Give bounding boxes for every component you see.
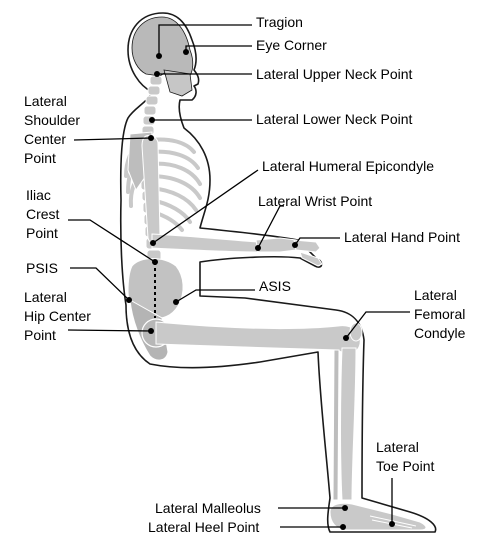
humeral-leader [152, 169, 259, 244]
shoulder-leader [73, 137, 152, 141]
label-hip-line2: Hip Center [24, 308, 91, 324]
label-hip-line3: Point [24, 327, 56, 343]
label-toe-line2: Toe Point [376, 458, 435, 474]
label-shoulder-line1: Lateral [24, 93, 67, 109]
label-asis: ASIS [259, 278, 291, 294]
body-outline [119, 12, 437, 533]
label-iliac-line2: Crest [26, 206, 60, 222]
label-tragion: Tragion [256, 14, 303, 30]
label-wrist: Lateral Wrist Point [258, 193, 373, 209]
label-shoulder-line3: Center [24, 131, 67, 147]
jaw [163, 69, 193, 97]
label-lower-neck: Lateral Lower Neck Point [256, 111, 413, 127]
label-heel: Lateral Heel Point [148, 519, 260, 535]
hand-leader [294, 237, 340, 246]
asis-leader [175, 289, 255, 303]
label-femoral-line3: Condyle [414, 325, 466, 341]
femoral-leader [345, 311, 410, 339]
psis-leader [70, 267, 130, 301]
fibula [332, 349, 340, 501]
label-shoulder-line4: Point [24, 150, 56, 166]
label-upper-neck: Lateral Upper Neck Point [256, 66, 413, 82]
label-shoulder-line2: Shoulder [24, 112, 81, 128]
femur [155, 321, 361, 354]
label-hand: Lateral Hand Point [344, 229, 460, 245]
label-femoral-line2: Femoral [414, 306, 466, 322]
label-humeral: Lateral Humeral Epicondyle [262, 158, 434, 174]
label-hip-line1: Lateral [24, 289, 67, 305]
wrist-leader [257, 205, 284, 249]
tibia [340, 347, 357, 501]
leader-lines [67, 24, 410, 528]
label-eye-corner: Eye Corner [256, 37, 327, 53]
hand-bones [255, 237, 323, 267]
label-iliac-line3: Point [26, 225, 58, 241]
label-femoral-line1: Lateral [414, 287, 457, 303]
tragion-leader [158, 24, 252, 56]
iliac-leader [68, 219, 156, 263]
eye-corner-leader [185, 45, 252, 52]
label-malleolus: Lateral Malleolus [155, 500, 261, 516]
hip-leader [67, 329, 152, 332]
label-psis: PSIS [26, 260, 58, 276]
label-iliac-line1: Iliac [26, 187, 51, 203]
label-toe-line1: Lateral [376, 439, 419, 455]
